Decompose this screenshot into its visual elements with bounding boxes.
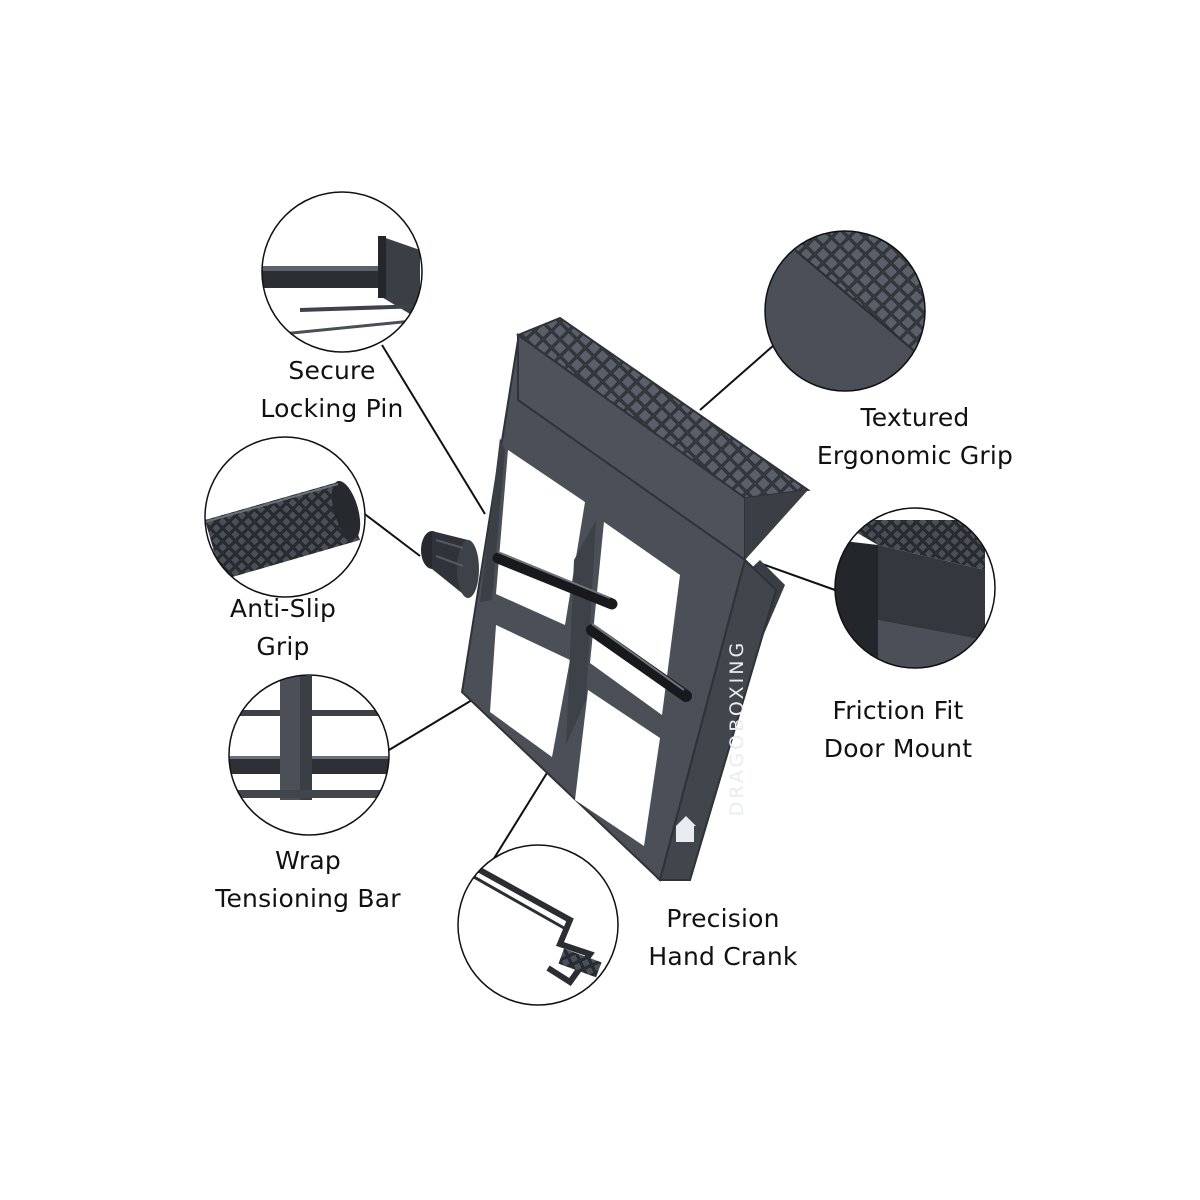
detail-circle-crank: [457, 844, 619, 1006]
detail-circle-tension-bar: [228, 674, 390, 836]
label-line: Locking Pin: [260, 394, 404, 423]
label-line: Secure: [288, 356, 376, 385]
wrap-roller-device: [421, 316, 811, 882]
label-line: Precision: [666, 904, 780, 933]
label-anti-slip-grip: Anti-Slip Grip: [183, 590, 383, 666]
callout-line-friction: [761, 563, 836, 591]
detail-circle-friction: [834, 507, 996, 669]
detail-circle-locking-pin: [261, 191, 423, 353]
callout-line-locking-pin: [381, 344, 486, 515]
label-line: Hand Crank: [648, 942, 798, 971]
label-textured-ergonomic-grip: Textured Ergonomic Grip: [790, 399, 1040, 475]
callout-line-textured: [699, 344, 775, 411]
label-secure-locking-pin: Secure Locking Pin: [232, 352, 432, 428]
callout-line-anti-slip: [361, 511, 421, 557]
brand-logo-icon: [676, 816, 696, 842]
detail-circle-textured: [764, 230, 926, 392]
label-line: Ergonomic Grip: [816, 441, 1014, 470]
label-precision-hand-crank: Precision Hand Crank: [618, 900, 828, 976]
label-wrap-tensioning-bar: Wrap Tensioning Bar: [188, 842, 428, 918]
label-line: Door Mount: [823, 734, 973, 763]
label-line: Grip: [256, 632, 310, 661]
callout-lines: [361, 344, 836, 861]
brand-wordmark: DRAGOBOXING: [726, 639, 748, 817]
label-friction-fit-door-mount: Friction Fit Door Mount: [788, 692, 1008, 768]
label-line: Friction Fit: [832, 696, 964, 725]
detail-circle-anti-slip: [204, 436, 366, 598]
label-line: Textured: [860, 403, 970, 432]
label-line: Wrap: [275, 846, 341, 875]
label-line: Anti-Slip: [229, 594, 337, 623]
label-line: Tensioning Bar: [215, 884, 401, 913]
callout-line-crank: [492, 759, 556, 861]
